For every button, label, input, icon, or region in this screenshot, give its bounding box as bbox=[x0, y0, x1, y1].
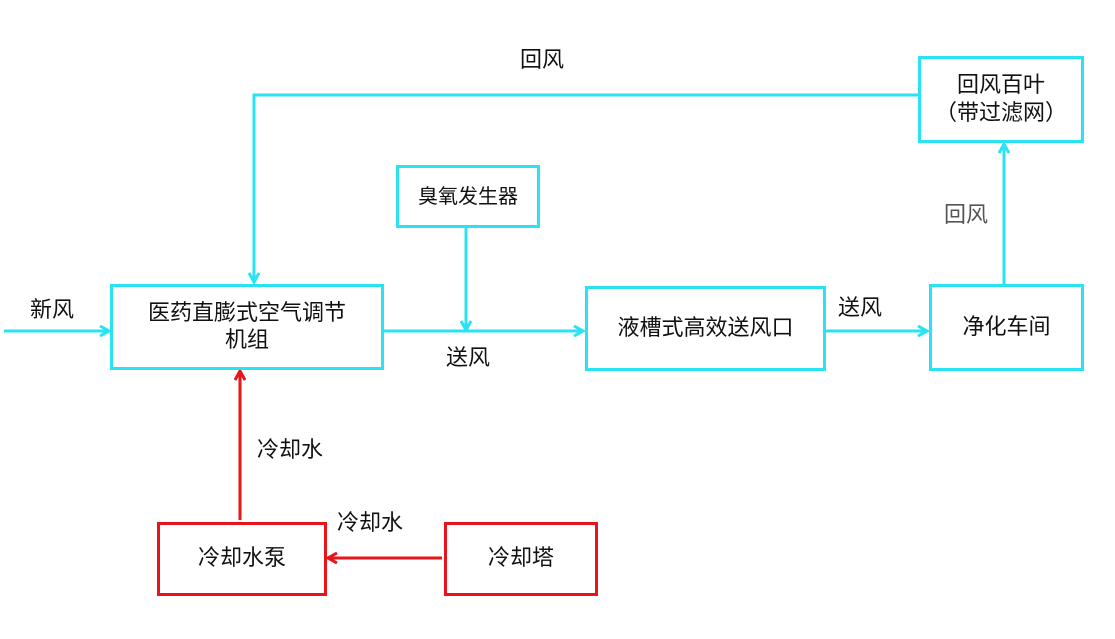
return-louver-label-line1: 回风百叶 bbox=[956, 73, 1045, 98]
supply-outlet-label: 液槽式高效送风口 bbox=[617, 315, 794, 341]
clean-room-label: 净化车间 bbox=[962, 314, 1051, 340]
cooling-water-label-up: 冷却水 bbox=[257, 438, 324, 463]
cooling-pump-box: 冷却水泵 bbox=[157, 522, 327, 596]
ahu-label-line2: 机组 bbox=[224, 328, 269, 353]
ozone-generator-label: 臭氧发生器 bbox=[418, 184, 518, 208]
return-air-label-side: 回风 bbox=[944, 203, 989, 228]
return-louver-label-line2: （带过滤网） bbox=[934, 100, 1067, 126]
ahu-label-line1: 医药直膨式空气调节 bbox=[147, 300, 346, 326]
cooling-water-label-left: 冷却水 bbox=[337, 511, 404, 536]
cooling-tower-label: 冷却塔 bbox=[487, 546, 554, 572]
return-louver-box: 回风百叶 （带过滤网） bbox=[918, 56, 1084, 143]
air-handling-unit-box: 医药直膨式空气调节 机组 bbox=[110, 284, 384, 370]
return-air-loop-arrow bbox=[254, 93, 918, 281]
return-air-label-top: 回风 bbox=[520, 48, 565, 73]
cooling-pump-label: 冷却水泵 bbox=[197, 546, 286, 572]
supply-air-label-1: 送风 bbox=[446, 346, 491, 371]
ozone-generator-box: 臭氧发生器 bbox=[396, 165, 540, 228]
supply-outlet-box: 液槽式高效送风口 bbox=[585, 286, 826, 371]
supply-air-label-2: 送风 bbox=[838, 296, 883, 321]
clean-room-box: 净化车间 bbox=[929, 284, 1084, 371]
cooling-tower-box: 冷却塔 bbox=[444, 522, 598, 596]
fresh-air-label: 新风 bbox=[30, 298, 75, 323]
